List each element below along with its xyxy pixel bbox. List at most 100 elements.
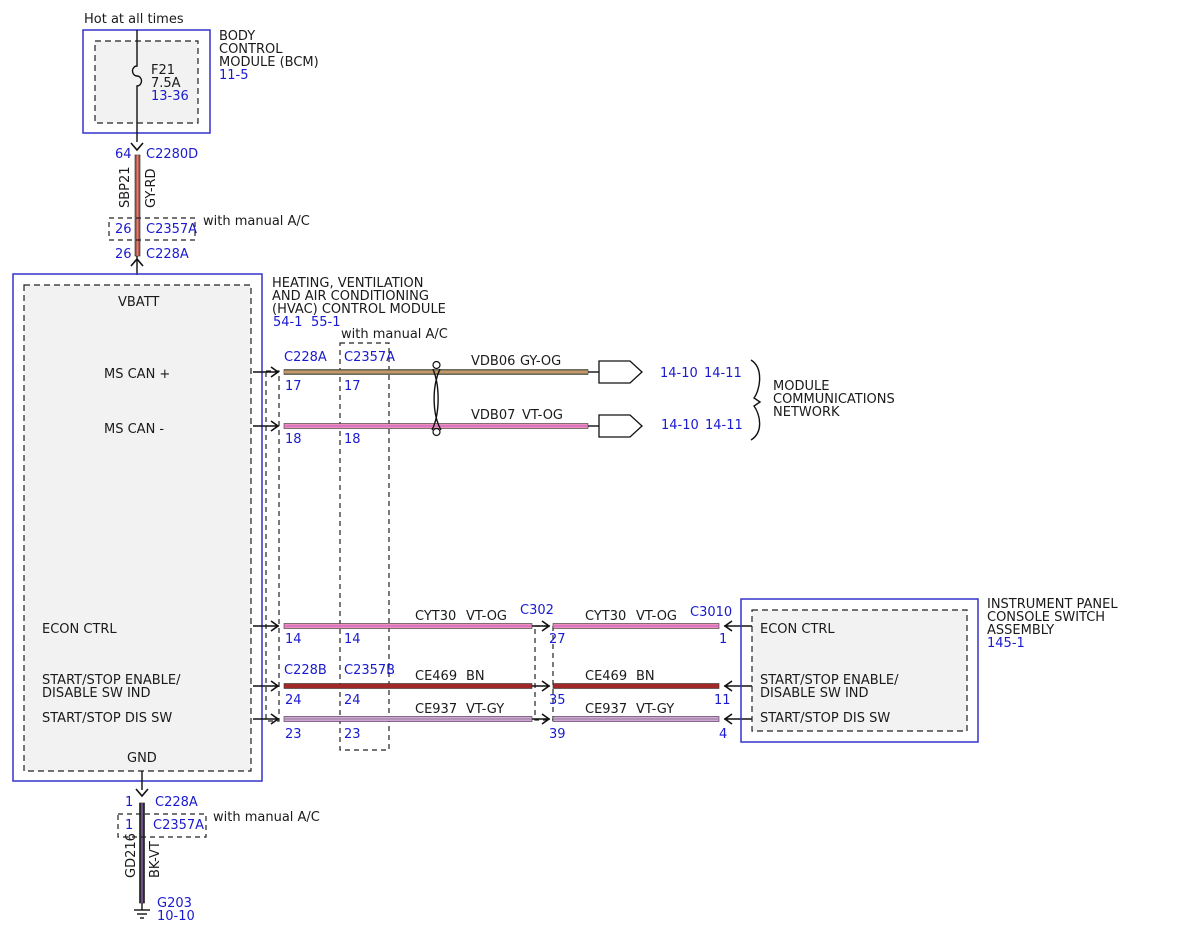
econ-c302-arrow-icon xyxy=(532,620,551,632)
can-connector-a[interactable]: C228A xyxy=(284,350,327,365)
ground-inline-connector-box xyxy=(117,813,207,838)
can-plus-ref-1[interactable]: 14-10 xyxy=(660,366,698,381)
ground-circuit-label: GD216 xyxy=(124,833,139,878)
econ-switch-arrow-icon xyxy=(723,620,752,632)
feed-color-label: GY-RD xyxy=(144,168,159,208)
c302-connector[interactable]: C302 xyxy=(520,603,554,618)
enable-pin-a: 24 xyxy=(285,693,302,708)
bcm-module-box[interactable] xyxy=(82,29,211,134)
switch-title-line1: INSTRUMENT PANEL xyxy=(987,597,1118,612)
enable-pin-switch: 11 xyxy=(714,693,731,708)
wire-ce469-segment2[interactable] xyxy=(552,683,720,689)
dis-pin-c302: 39 xyxy=(549,727,566,742)
econ-circuit-2: CYT30 xyxy=(585,609,626,624)
feed-connector-hvac[interactable]: C228A xyxy=(146,247,189,262)
switch-ref[interactable]: 145-1 xyxy=(987,636,1025,651)
feed-inline-connector[interactable]: C2357A xyxy=(146,222,197,237)
switch-assembly-box[interactable] xyxy=(740,598,979,743)
switch-pin-enable-line2: DISABLE SW IND xyxy=(760,686,869,701)
switch-connector-a[interactable]: C228B xyxy=(284,663,327,678)
hvac-pin-ms-can-plus: MS CAN + xyxy=(104,367,170,382)
bcm-ref[interactable]: 11-5 xyxy=(219,68,249,83)
can-plus-circuit: VDB06 xyxy=(471,354,515,369)
c2357-manual-ac-box xyxy=(339,342,390,751)
fuse-rating: 7.5A xyxy=(151,76,181,91)
can-plus-pin-a: 17 xyxy=(285,379,302,394)
can-connector-b[interactable]: C2357A xyxy=(344,350,395,365)
enable-color-1: BN xyxy=(466,669,485,684)
econ-pin-b: 14 xyxy=(344,632,361,647)
dis-circuit-2: CE937 xyxy=(585,702,627,717)
enable-pin-c302: 35 xyxy=(549,693,566,708)
feed-inline-note: with manual A/C xyxy=(203,214,310,229)
econ-color-1: VT-OG xyxy=(466,609,507,624)
ground-ref[interactable]: 10-10 xyxy=(157,909,195,924)
hvac-pin-vbatt: VBATT xyxy=(118,295,159,310)
bcm-fuse-box xyxy=(94,40,199,124)
econ-pin-a: 14 xyxy=(285,632,302,647)
dis-color-1: VT-GY xyxy=(466,702,504,717)
switch-connector-b[interactable]: C2357B xyxy=(344,663,395,678)
enable-switch-arrow-icon xyxy=(723,680,752,692)
ground-symbol-icon xyxy=(134,903,150,919)
ground-connector-b[interactable]: C2357A xyxy=(153,818,204,833)
hvac-pin-econ-ctrl: ECON CTRL xyxy=(42,622,117,637)
hvac-pin-gnd: GND xyxy=(127,751,157,766)
network-brace-icon xyxy=(750,359,762,441)
hvac-title-line1: HEATING, VENTILATION xyxy=(272,276,423,291)
c3010-connector[interactable]: C3010 xyxy=(690,605,732,620)
fuse-name: F21 xyxy=(151,63,175,78)
can-minus-circuit: VDB07 xyxy=(471,408,515,423)
enable-circuit-1: CE469 xyxy=(415,669,457,684)
bcm-title-line2: CONTROL xyxy=(219,42,283,57)
dis-pin-a: 23 xyxy=(285,727,302,742)
can-minus-ref-2[interactable]: 14-11 xyxy=(705,418,743,433)
ground-connector-a[interactable]: C228A xyxy=(155,795,198,810)
hot-at-all-times-label: Hot at all times xyxy=(84,12,184,27)
bcm-title-line1: BODY xyxy=(219,29,255,44)
feed-inline-pin: 26 xyxy=(115,222,132,237)
hvac-ref-2[interactable]: 55-1 xyxy=(311,315,341,330)
can-plus-arrow-icon xyxy=(253,366,280,378)
bcm-title-line3: MODULE (BCM) xyxy=(219,55,319,70)
can-minus-ref-1[interactable]: 14-10 xyxy=(661,418,699,433)
ground-color-label: BK-VT xyxy=(148,841,163,878)
c2280d-arrow-icon xyxy=(130,142,144,152)
ground-note: with manual A/C xyxy=(213,810,320,825)
can-minus-arrow-icon xyxy=(253,420,280,432)
can-minus-pin-b: 18 xyxy=(344,432,361,447)
twisted-pair-icon xyxy=(431,368,442,431)
feed-circuit-label: SBP21 xyxy=(118,166,133,208)
fuse-ref[interactable]: 13-36 xyxy=(151,89,189,104)
ground-pin-a: 1 xyxy=(125,795,133,810)
feed-pin-bcm: 64 xyxy=(115,147,132,162)
hvac-pin-start-stop-enable-line2: DISABLE SW IND xyxy=(42,686,151,701)
econ-circuit-1: CYT30 xyxy=(415,609,456,624)
switch-pin-dis: START/STOP DIS SW xyxy=(760,711,890,726)
enable-color-2: BN xyxy=(636,669,655,684)
ground-point[interactable]: G203 xyxy=(157,896,192,911)
switch-pin-econ-ctrl: ECON CTRL xyxy=(760,622,835,637)
feed-connector-bcm[interactable]: C2280D xyxy=(146,147,198,162)
switch-pin-enable-line1: START/STOP ENABLE/ xyxy=(760,673,899,688)
network-label-line2: COMMUNICATIONS xyxy=(773,392,895,407)
switch-assembly-internal-box xyxy=(751,609,968,732)
hvac-ref-1[interactable]: 54-1 xyxy=(273,315,303,330)
switch-title-line3: ASSEMBLY xyxy=(987,623,1054,638)
hvac-pin-start-stop-dis: START/STOP DIS SW xyxy=(42,711,172,726)
wire-ce469-segment1[interactable] xyxy=(283,683,533,689)
can-plus-continuation-arrow-icon[interactable] xyxy=(598,360,643,384)
econ-pin-c302: 27 xyxy=(549,632,566,647)
dis-color-2: VT-GY xyxy=(636,702,674,717)
hvac-pin-start-stop-enable-line1: START/STOP ENABLE/ xyxy=(42,673,181,688)
enable-circuit-2: CE469 xyxy=(585,669,627,684)
hvac-title-line2: AND AIR CONDITIONING xyxy=(272,289,429,304)
ground-pin-b: 1 xyxy=(125,818,133,833)
hvac-module-box[interactable] xyxy=(12,273,263,782)
switch-title-line2: CONSOLE SWITCH xyxy=(987,610,1105,625)
can-minus-continuation-arrow-icon[interactable] xyxy=(598,414,643,438)
can-plus-ref-2[interactable]: 14-11 xyxy=(704,366,742,381)
enable-c302-arrow-icon xyxy=(532,680,551,692)
enable-hvac-arrow-icon xyxy=(253,680,280,692)
